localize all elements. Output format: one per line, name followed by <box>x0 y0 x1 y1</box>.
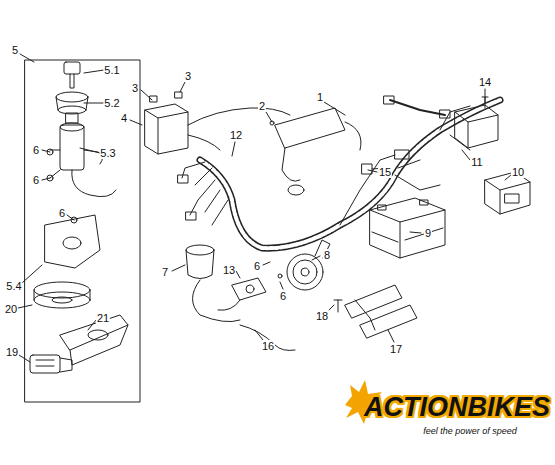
starter-button <box>186 245 240 322</box>
clip <box>150 96 157 102</box>
callout-number: 3 <box>131 82 139 94</box>
callout-number: 3 <box>184 70 192 82</box>
callout-number: 21 <box>96 312 110 324</box>
regulator <box>455 97 498 148</box>
callout-number: 11 <box>470 156 483 168</box>
callout-number: 6 <box>279 290 287 302</box>
callout-number: 16 <box>261 340 275 352</box>
callout-number: 6 <box>32 144 40 156</box>
callout-number: 5.4 <box>5 280 22 292</box>
callout-number: 17 <box>389 343 403 355</box>
callout-number: 6 <box>253 260 261 272</box>
slogan-text: feel the power of speed <box>422 425 518 437</box>
callout-number: 2 <box>258 100 266 112</box>
callout-number: 4 <box>120 112 128 124</box>
callout-number: 5.1 <box>103 64 120 76</box>
clip <box>175 92 182 98</box>
handlebar-grips <box>345 285 417 338</box>
rubber-cover <box>34 282 90 308</box>
ignition-coil <box>270 108 361 195</box>
callout-number: 13 <box>222 264 236 276</box>
ignition-key <box>64 62 80 88</box>
callout-number: 5 <box>11 44 19 56</box>
logo-text: ACTIONBIKES <box>363 401 551 413</box>
lock-cylinder <box>56 92 88 123</box>
plug-connector <box>30 355 72 373</box>
callout-number: 6 <box>32 174 40 186</box>
callout-number: 6 <box>58 207 66 219</box>
callout-number: 7 <box>161 266 169 278</box>
wiring-harness <box>178 96 500 248</box>
callout-number: 14 <box>478 76 492 88</box>
starter-relay <box>145 104 290 154</box>
cdi-unit <box>485 172 530 214</box>
callout-number: 1 <box>316 91 324 103</box>
leader-lines <box>18 54 511 362</box>
horn <box>278 240 330 290</box>
callout-number: 20 <box>4 303 18 315</box>
screw <box>334 300 342 312</box>
switch-bracket <box>45 215 100 268</box>
callout-number: 10 <box>511 166 525 178</box>
callout-number: 19 <box>5 346 19 358</box>
ignition-switch <box>47 123 116 197</box>
callout-number: 8 <box>323 249 331 261</box>
callout-number: 9 <box>424 227 432 239</box>
battery <box>370 198 445 258</box>
callout-number: 12 <box>229 129 243 141</box>
handlebar-switch <box>218 278 266 310</box>
mount-bracket <box>60 315 128 365</box>
callout-number: 5.3 <box>99 147 116 159</box>
callout-number: 15 <box>378 166 392 178</box>
callout-number: 5.2 <box>103 97 120 109</box>
callout-number: 18 <box>315 310 329 322</box>
panel-frame <box>25 60 140 402</box>
